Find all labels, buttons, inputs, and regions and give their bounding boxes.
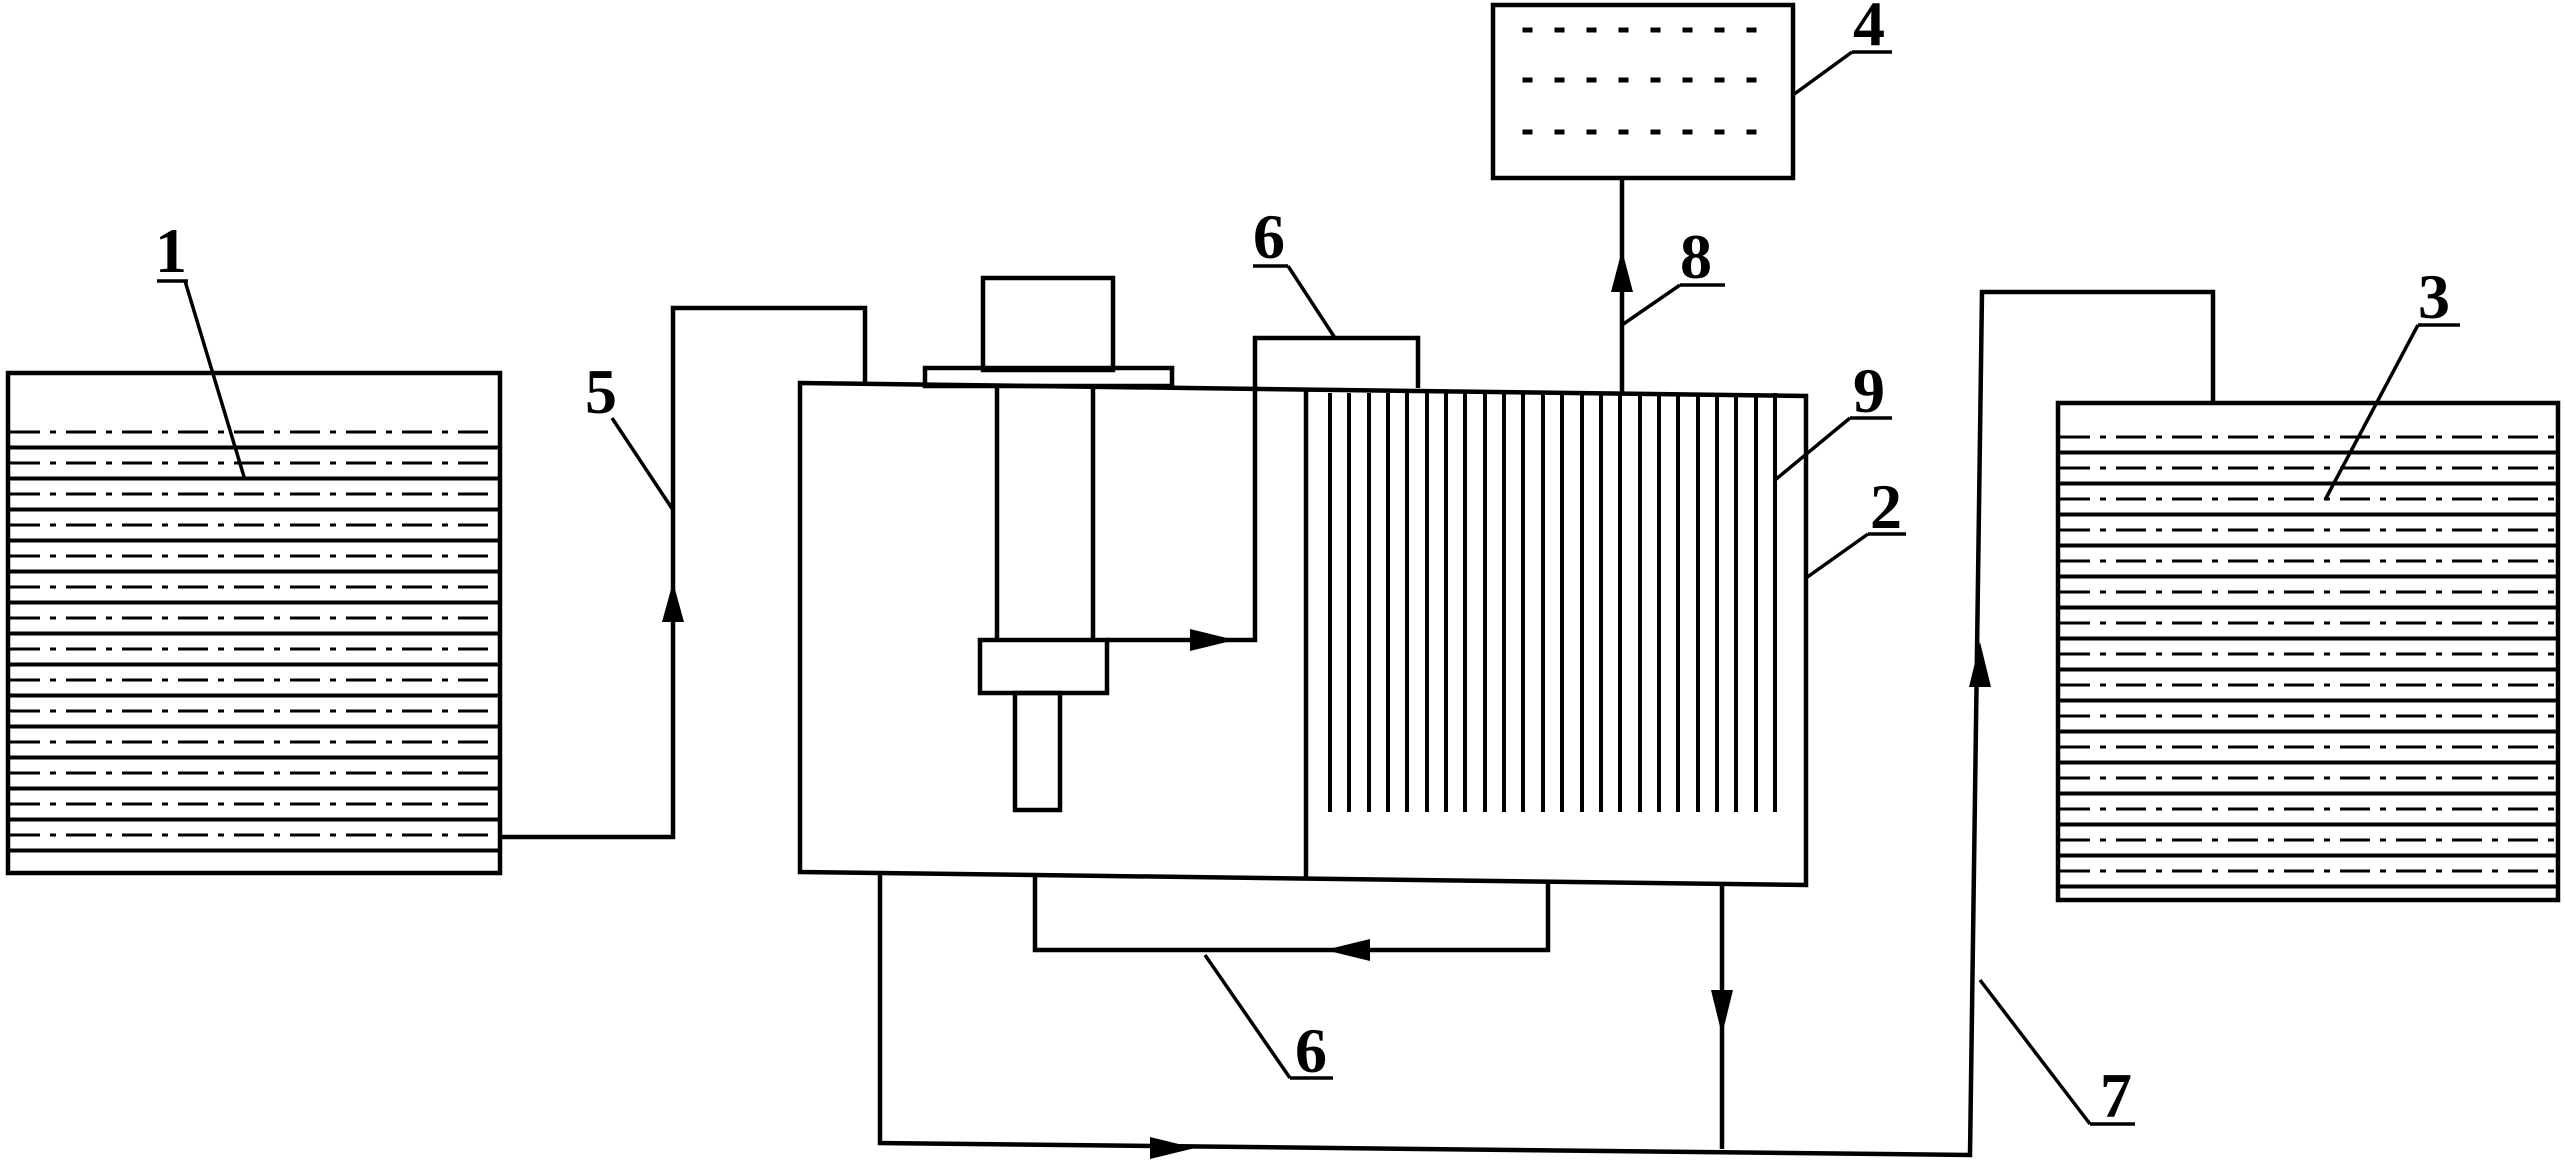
- label-text-5: 5: [585, 356, 617, 427]
- circulation-pipe-6-top-arrow: [1190, 629, 1235, 651]
- label-5: 5: [585, 356, 675, 511]
- label-text-9: 9: [1853, 355, 1885, 426]
- label-text-6-top: 6: [1253, 201, 1285, 272]
- label-4: 4: [1791, 0, 1892, 97]
- label-9: 9: [1773, 355, 1892, 482]
- label-6-top: 6: [1253, 201, 1337, 339]
- tank-right: [2055, 400, 2561, 903]
- circulation-pipe-6-bottom: [1032, 876, 1551, 953]
- label-2: 2: [1804, 471, 1906, 580]
- label-text-6-bottom: 6: [1295, 1015, 1327, 1086]
- circulation-pipe-6-top: [1107, 335, 1421, 643]
- label-8: 8: [1621, 221, 1725, 327]
- label-text-4: 4: [1853, 0, 1885, 59]
- label-1: 1: [155, 215, 247, 481]
- inlet-pipe-5-arrow: [662, 582, 684, 622]
- tank-left-liquid-lines: [10, 430, 498, 853]
- outlet-pipe-7-drop-arrow: [1711, 990, 1733, 1035]
- stirrer-paddle: [977, 637, 1110, 696]
- mount-plate: [922, 365, 1175, 389]
- tank-left: [5, 370, 503, 876]
- label-6-bottom: 6: [1203, 954, 1333, 1086]
- circulation-pipe-6-bottom-arrow: [1325, 939, 1370, 961]
- collector-box: [1490, 2, 1796, 181]
- label-text-2: 2: [1870, 471, 1902, 542]
- membrane-fibers: [1328, 393, 1777, 812]
- label-text-3: 3: [2418, 261, 2450, 332]
- motor-block: [980, 275, 1116, 373]
- collector-dotted-lines: [1522, 27, 1773, 135]
- outlet-pipe-7-bottom-arrow: [1150, 1137, 1195, 1159]
- label-3: 3: [2323, 261, 2460, 501]
- outlet-pipe-7: [877, 289, 2216, 1158]
- tank-right-liquid-lines: [2060, 435, 2556, 889]
- stirrer-assembly: [922, 275, 1175, 813]
- reactor: [797, 380, 1809, 888]
- stirrer-shaft-end: [1012, 690, 1063, 813]
- gas-pipe-8-arrow: [1611, 250, 1633, 292]
- label-text-1: 1: [155, 215, 187, 286]
- label-text-7: 7: [2100, 1060, 2132, 1131]
- inlet-pipe-5: [500, 305, 868, 840]
- outlet-pipe-7-rise-arrow: [1969, 642, 1991, 687]
- label-7: 7: [1978, 978, 2135, 1131]
- label-text-8: 8: [1680, 221, 1712, 292]
